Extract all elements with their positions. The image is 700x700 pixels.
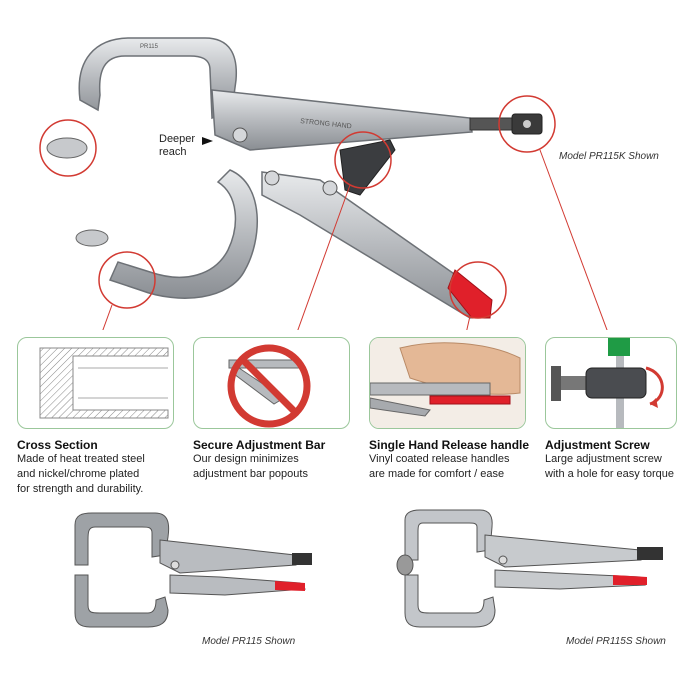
- callout-lines: [102, 149, 608, 330]
- feature-desc: Made of heat treated steel and nickel/ch…: [17, 453, 145, 495]
- upper-handle: [211, 89, 473, 151]
- feature-title: Adjustment Screw: [545, 438, 650, 452]
- deeper-reach-label: Deeper reach: [159, 133, 196, 158]
- red-release-tip: [447, 269, 493, 319]
- feature-cross-section: Cross Section Made of heat treated steel…: [17, 438, 192, 497]
- feature-title: Secure Adjustment Bar: [193, 438, 326, 452]
- feature-desc: Vinyl coated release handles are made fo…: [369, 453, 510, 480]
- feature-title: Single Hand Release handle: [369, 438, 530, 452]
- clamp-pr115-image: [74, 512, 312, 628]
- screw-image: [551, 338, 664, 428]
- feature-title: Cross Section: [17, 438, 98, 452]
- cross-section-panel: [17, 337, 174, 429]
- release-lever: [339, 139, 396, 196]
- adjustment-bar-panel: [193, 337, 350, 429]
- bottom-right-model-caption: Model PR115S Shown: [566, 636, 666, 647]
- no-popout-image: [227, 344, 311, 428]
- adjustment-screw-panel: [545, 337, 677, 429]
- feature-release-handle: Single Hand Release handle Vinyl coated …: [369, 438, 544, 482]
- feature-desc: Our design minimizes adjustment bar popo…: [193, 453, 308, 480]
- lower-c-frame: [108, 169, 258, 299]
- top-model-caption: Model PR115K Shown: [559, 151, 659, 162]
- cross-section-image: [39, 347, 169, 419]
- feature-desc: Large adjustment screw with a hole for e…: [545, 453, 675, 480]
- feature-adjustment-bar: Secure Adjustment Bar Our design minimiz…: [193, 438, 368, 482]
- callout-circles: [39, 95, 556, 319]
- hand-release-image: [370, 338, 525, 428]
- release-handle-panel: [369, 337, 526, 429]
- clamp-pr115s-image: [396, 509, 663, 628]
- adjustment-screw: [469, 117, 516, 131]
- bottom-left-model-caption: Model PR115 Shown: [202, 636, 296, 647]
- feature-adjustment-screw: Adjustment Screw Large adjustment screw …: [545, 438, 700, 482]
- tool-engraving: PR115: [140, 44, 159, 50]
- main-clamp-illustration: PR115 STRONG HAND: [39, 37, 608, 330]
